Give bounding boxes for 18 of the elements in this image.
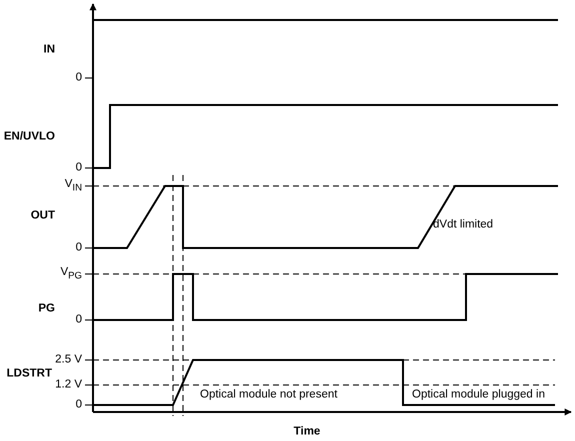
- signal-name: IN: [44, 44, 55, 56]
- annotation: Optical module not present: [200, 388, 338, 402]
- tick-label: 0: [76, 162, 82, 174]
- annotation: Optical module plugged in: [412, 388, 545, 402]
- tick-label: V$_{PG}$: [60, 266, 82, 282]
- tick-label: 2.5 V: [55, 354, 82, 366]
- annotation: dVdt limited: [433, 218, 494, 232]
- tick-label: 0: [76, 242, 82, 254]
- signal-name: LDSTRT: [6, 368, 52, 380]
- tick-label: V$_{IN}$: [64, 178, 82, 194]
- tick-label: 1.2 V: [55, 378, 82, 392]
- signal-name: EN/UVLO: [4, 130, 55, 144]
- axis-title: Time: [294, 426, 320, 438]
- signal-name: OUT: [30, 210, 55, 222]
- tick-label: 0: [76, 314, 82, 326]
- signal-name: PG: [38, 302, 55, 316]
- tick-label: 0: [76, 72, 82, 84]
- tick-label: 0: [76, 398, 82, 412]
